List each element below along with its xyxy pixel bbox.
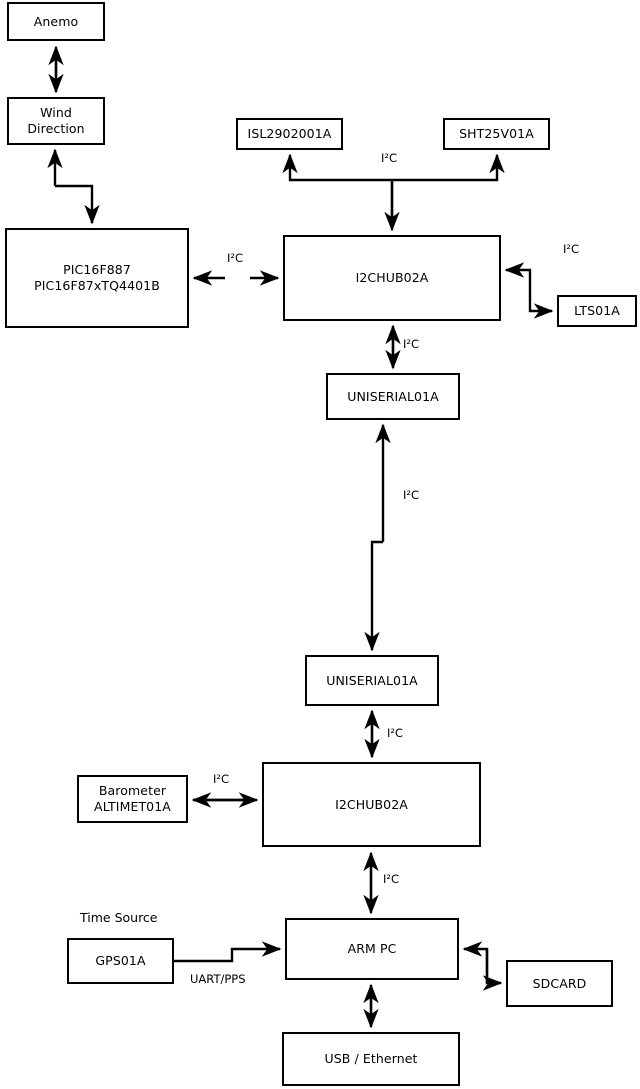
wire-bus-isl (282, 153, 392, 182)
wire-bus-sht (392, 153, 505, 182)
node-sdcard-label: SDCARD (532, 975, 587, 991)
edge-label-i2c-hub2-armpc: I²C (383, 872, 400, 886)
node-arm-pc-label: ARM PC (347, 941, 397, 956)
edge-label-i2c-sensors-top: I²C (381, 151, 398, 165)
node-i2chub02a-top-label: I2CHUB02A (355, 270, 429, 285)
node-uniserial01a-top[interactable]: UNISERIAL01A (326, 373, 460, 420)
wire-pic-elbow (55, 184, 100, 225)
edge-label-i2c-uniserial-hub2: I²C (387, 726, 404, 740)
node-uniserial01a-top-label: UNISERIAL01A (347, 388, 439, 404)
node-barometer-altimet01a-label: Barometer ALTIMET01A (94, 783, 171, 814)
node-isl2902001a[interactable]: ISL2902001A (236, 118, 343, 150)
edge-label-uart-pps: UART/PPS (190, 972, 246, 986)
wire-sd-in (462, 941, 489, 983)
node-i2chub02a-bottom-label: I2CHUB02A (335, 796, 408, 812)
wire-lts-to-hub (504, 262, 532, 278)
node-gps01a[interactable]: GPS01A (67, 938, 174, 984)
edge-label-i2c-hub-uniserial: I²C (403, 337, 420, 351)
edge-label-i2c-pic-hub: I²C (227, 251, 244, 265)
node-pic-microcontroller-label: PIC16F887 PIC16F87xTQ4401B (34, 262, 160, 293)
node-sht25v01a-label: SHT25V01A (459, 126, 534, 141)
node-wind-direction[interactable]: Wind Direction (7, 97, 105, 145)
node-arm-pc[interactable]: ARM PC (285, 918, 459, 980)
node-uniserial01a-bottom[interactable]: UNISERIAL01A (305, 655, 439, 706)
node-gps01a-label: GPS01A (95, 953, 146, 968)
edge-label-i2c-hub-lts: I²C (563, 242, 580, 256)
node-lts01a[interactable]: LTS01A (557, 295, 637, 327)
node-anemo-label: Anemo (33, 13, 79, 29)
node-pic-microcontroller[interactable]: PIC16F887 PIC16F87xTQ4401B (5, 228, 189, 328)
wire-sd-out (482, 949, 503, 991)
edge-label-i2c-baro-hub2: I²C (213, 772, 230, 786)
node-wind-direction-label: Wind Direction (27, 105, 85, 136)
wire-hub-to-lts (528, 278, 554, 319)
node-i2chub02a-bottom[interactable]: I2CHUB02A (262, 762, 481, 847)
node-isl2902001a-label: ISL2902001A (247, 126, 332, 141)
node-usb-ethernet-label: USB / Ethernet (324, 1051, 418, 1066)
node-usb-ethernet[interactable]: USB / Ethernet (282, 1032, 460, 1086)
node-barometer-altimet01a[interactable]: Barometer ALTIMET01A (77, 775, 188, 823)
wire-gps-armpc (174, 941, 282, 963)
node-uniserial01a-bottom-label: UNISERIAL01A (326, 672, 418, 688)
node-lts01a-label: LTS01A (574, 303, 620, 318)
edge-label-i2c-uniserial-link: I²C (403, 488, 420, 502)
node-sht25v01a[interactable]: SHT25V01A (443, 118, 550, 150)
node-anemo[interactable]: Anemo (7, 2, 105, 41)
node-i2chub02a-top[interactable]: I2CHUB02A (283, 235, 501, 321)
wire-uniserial-link-down (364, 540, 383, 652)
label-time-source: Time Source (80, 910, 158, 925)
node-sdcard[interactable]: SDCARD (506, 960, 613, 1007)
